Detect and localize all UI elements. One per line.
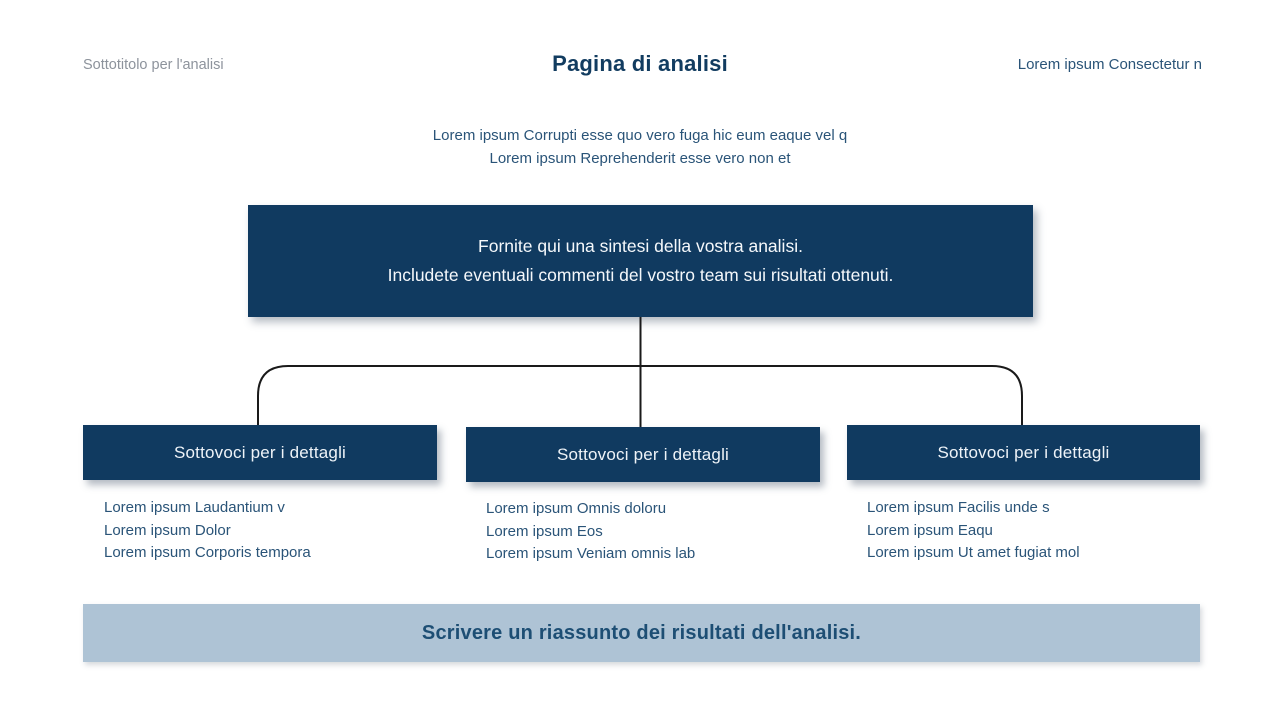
summary-line-2: Includete eventuali commenti del vostro … [387,265,894,285]
summary-box: Fornite qui una sintesi della vostra ana… [248,205,1033,317]
intro-text: Lorem ipsum Corrupti esse quo vero fuga … [0,124,1280,170]
summary-line-1: Fornite qui una sintesi della vostra ana… [478,236,803,256]
subitem-list-right: Lorem ipsum Facilis unde s Lorem ipsum E… [867,497,1197,565]
header-right-note: Lorem ipsum Consectetur n [1017,56,1202,73]
subitem-header-left: Sottovoci per i dettagli [83,425,437,480]
subitem-header-middle: Sottovoci per i dettagli [466,427,820,482]
subitem-header-right: Sottovoci per i dettagli [847,425,1200,480]
list-item: Lorem ipsum Facilis unde s [867,499,1050,516]
footer-text: Scrivere un riassunto dei risultati dell… [421,621,862,644]
subitem-list-left: Lorem ipsum Laudantium v Lorem ipsum Dol… [104,497,434,565]
list-item: Lorem ipsum Omnis doloru [486,500,667,517]
intro-line-2: Lorem ipsum Reprehenderit esse vero non … [489,150,791,167]
intro-line-1: Lorem ipsum Corrupti esse quo vero fuga … [432,127,848,144]
page-title: Pagina di analisi [552,51,728,76]
list-item: Lorem ipsum Dolor [104,521,231,539]
list-item: Lorem ipsum Laudantium v [104,499,285,516]
list-item: Lorem ipsum Corporis tempora [104,544,311,561]
list-item: Lorem ipsum Eaqu [867,521,993,539]
summary-footer-bar: Scrivere un riassunto dei risultati dell… [83,604,1200,662]
list-item: Lorem ipsum Eos [486,522,603,540]
list-item: Lorem ipsum Ut amet fugiat mol [867,544,1080,561]
subitem-list-middle: Lorem ipsum Omnis doloru Lorem ipsum Eos… [486,498,816,566]
slide-subtitle: Sottotitolo per l'analisi [83,57,224,73]
list-item: Lorem ipsum Veniam omnis lab [486,545,696,562]
